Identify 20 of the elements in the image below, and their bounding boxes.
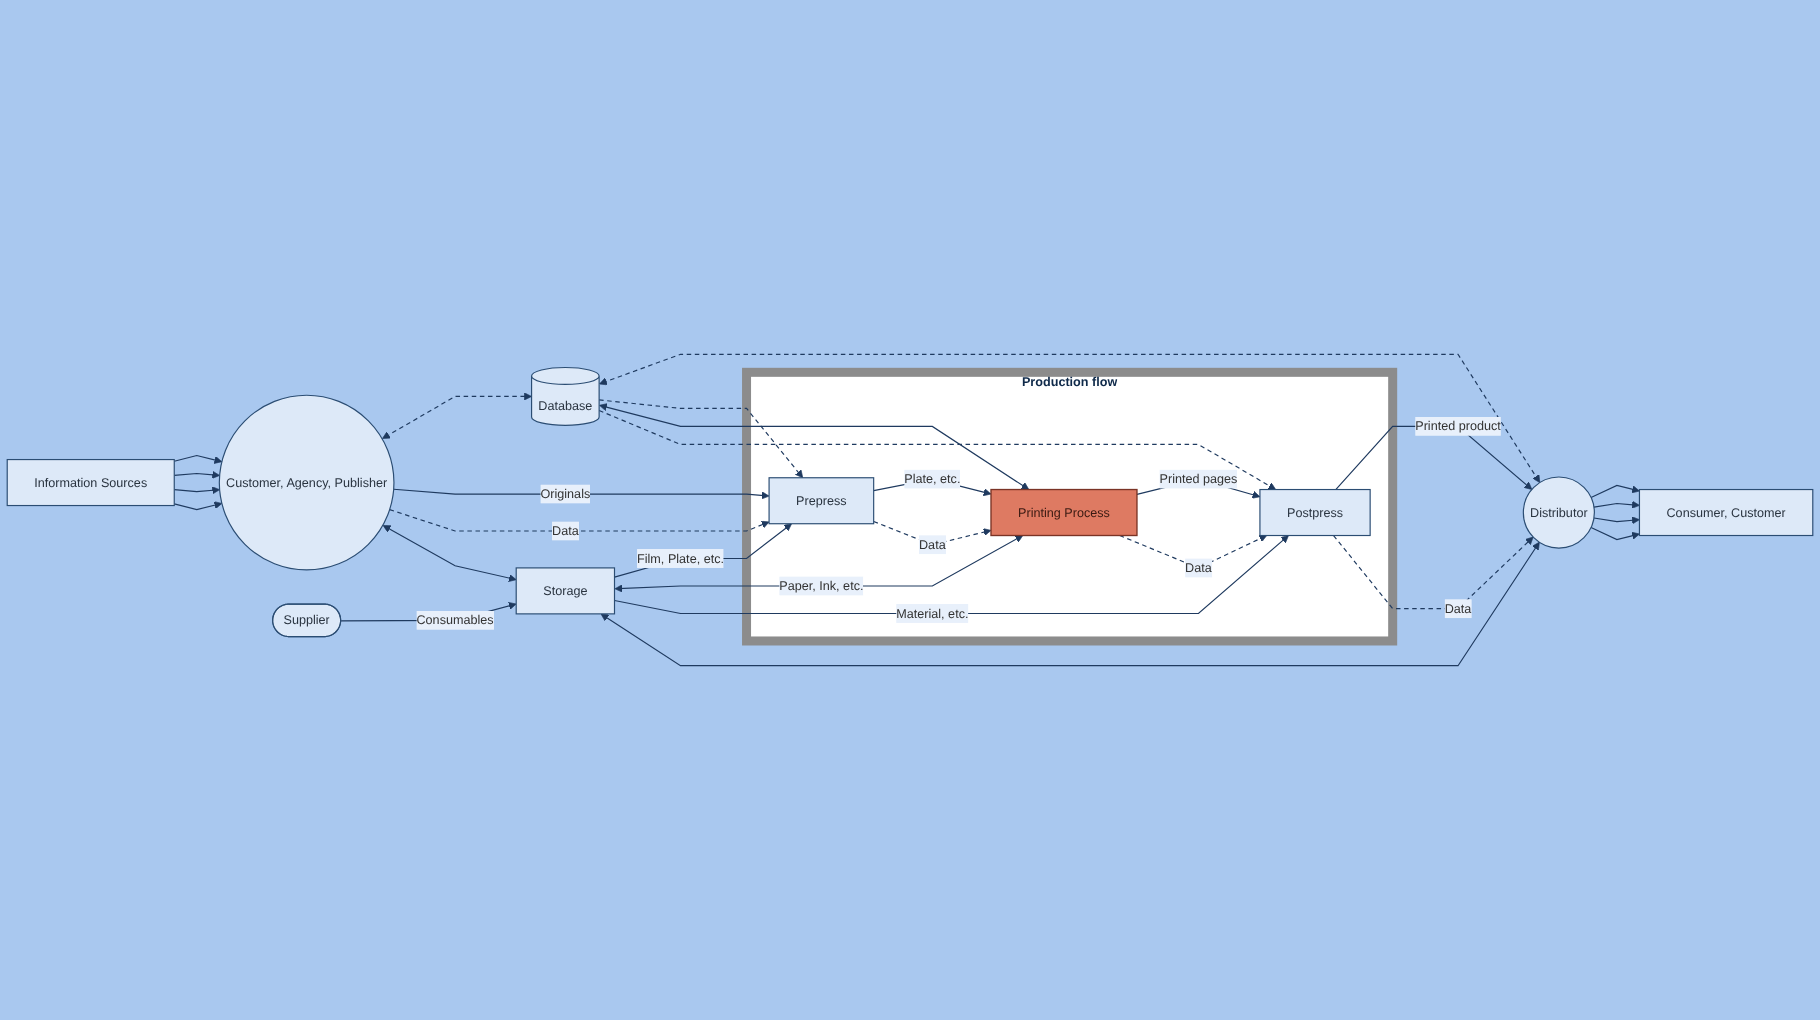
arrow	[614, 535, 1024, 593]
arrow	[173, 454, 223, 464]
arrow	[600, 541, 1540, 667]
arrow	[173, 486, 220, 495]
arrow	[1590, 484, 1640, 499]
arrow	[598, 399, 804, 479]
arrow	[599, 403, 1030, 490]
arrow	[1333, 534, 1534, 610]
arrow	[173, 501, 223, 511]
arrow	[598, 409, 1277, 490]
arrow	[389, 509, 770, 532]
arrow	[382, 525, 517, 582]
arrow	[1590, 526, 1640, 541]
arrow	[382, 392, 532, 439]
arrow	[1593, 516, 1640, 525]
arrow	[1593, 500, 1640, 509]
arrow	[599, 353, 1541, 483]
arrow	[613, 523, 792, 578]
arrow	[173, 470, 220, 479]
arrow	[613, 535, 1289, 615]
